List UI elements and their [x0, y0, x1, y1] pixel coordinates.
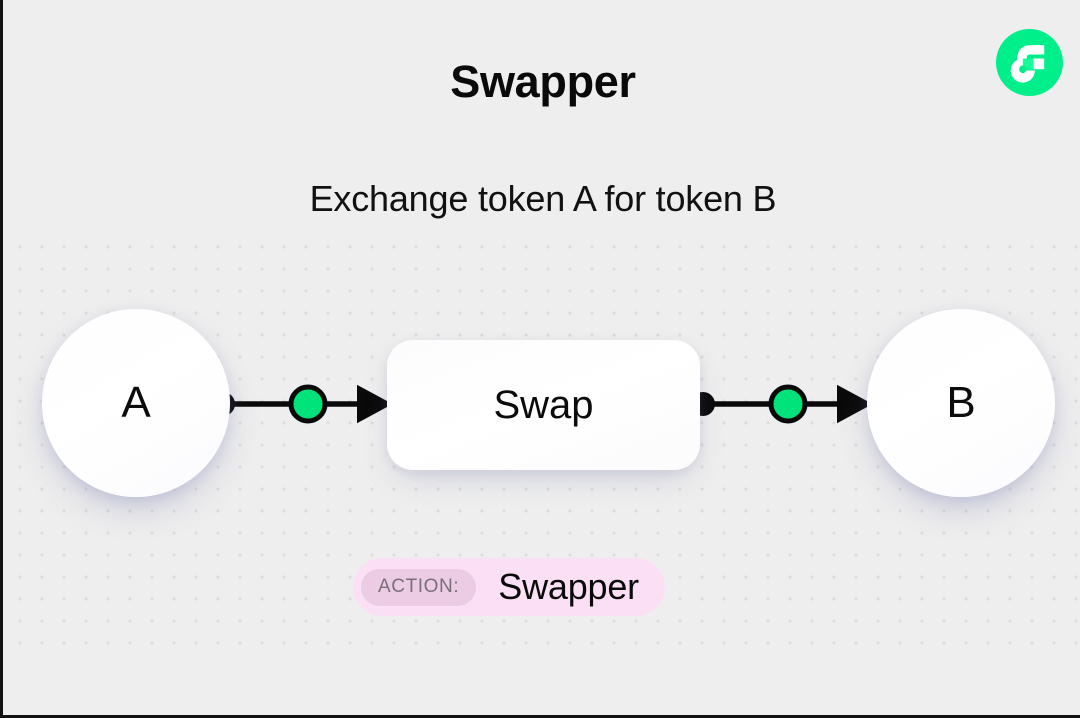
action-badge-chip: ACTION:	[361, 568, 477, 606]
flow-logo-icon	[996, 29, 1063, 96]
page-title: Swapper	[450, 56, 636, 107]
action-badge-value: Swapper	[498, 566, 639, 607]
page-subtitle: Exchange token A for token B	[309, 178, 777, 219]
action-badge: ACTION: Swapper	[353, 558, 665, 616]
